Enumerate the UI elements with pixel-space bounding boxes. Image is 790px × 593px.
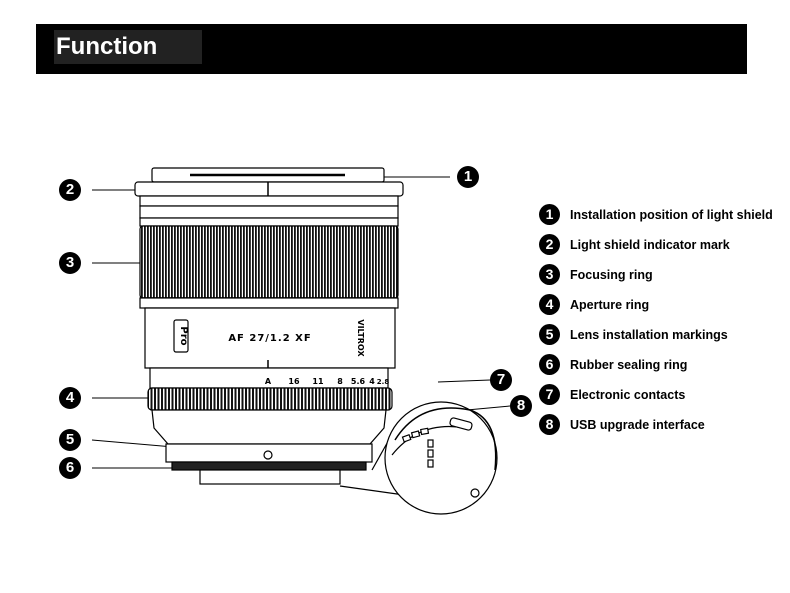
legend-label: Aperture ring: [570, 298, 650, 312]
lens-mount: [151, 409, 387, 485]
callout-6: 6: [59, 457, 81, 479]
scale-label-16: 16: [288, 377, 300, 386]
model-label: AF 27/1.2 XF: [228, 333, 311, 344]
legend-number: 2: [539, 234, 560, 255]
legend-label: Electronic contacts: [570, 388, 686, 402]
legend-number: 7: [539, 384, 560, 405]
callout-3: 3: [59, 252, 81, 274]
legend-label: Light shield indicator mark: [570, 238, 730, 252]
legend-number: 5: [539, 324, 560, 345]
brand-label: VILTROX: [356, 319, 365, 357]
scale-label-2-8: 2.8: [377, 378, 390, 386]
lens-top: [134, 167, 404, 227]
rubber-seal: [171, 461, 367, 471]
callout-8: 8: [510, 395, 532, 417]
callout-5: 5: [59, 429, 81, 451]
callout-2: 2: [59, 179, 81, 201]
callout-4: 4: [59, 387, 81, 409]
inset-screw: [470, 488, 480, 498]
scale-label-5-6: 5.6: [351, 377, 366, 386]
callout-7: 7: [490, 369, 512, 391]
callout-1: 1: [457, 166, 479, 188]
legend-label: Focusing ring: [570, 268, 653, 282]
leader-line-7: [437, 379, 491, 383]
legend-number: 1: [539, 204, 560, 225]
inset-zoom: [339, 401, 498, 515]
legend-number: 8: [539, 414, 560, 435]
legend-label: Lens installation markings: [570, 328, 728, 342]
electronic-contacts: [401, 427, 434, 468]
mount-marking-dot: [263, 450, 273, 460]
legend-label: Installation position of light shield: [570, 208, 773, 222]
page-title: Function: [54, 30, 202, 64]
scale-label-11: 11: [312, 377, 324, 386]
usb-port: [449, 417, 473, 431]
legend-label: Rubber sealing ring: [570, 358, 688, 372]
legend-label: USB upgrade interface: [570, 418, 705, 432]
legend-number: 4: [539, 294, 560, 315]
scale-label-a: A: [265, 377, 272, 386]
lens-body: [139, 297, 399, 369]
scale-label-8: 8: [337, 377, 343, 386]
legend-number: 3: [539, 264, 560, 285]
series-label: Pro: [178, 326, 189, 345]
legend-number: 6: [539, 354, 560, 375]
aperture-ring: [147, 387, 393, 411]
scale-label-4: 4: [369, 377, 375, 386]
focusing-ring: [139, 225, 399, 299]
